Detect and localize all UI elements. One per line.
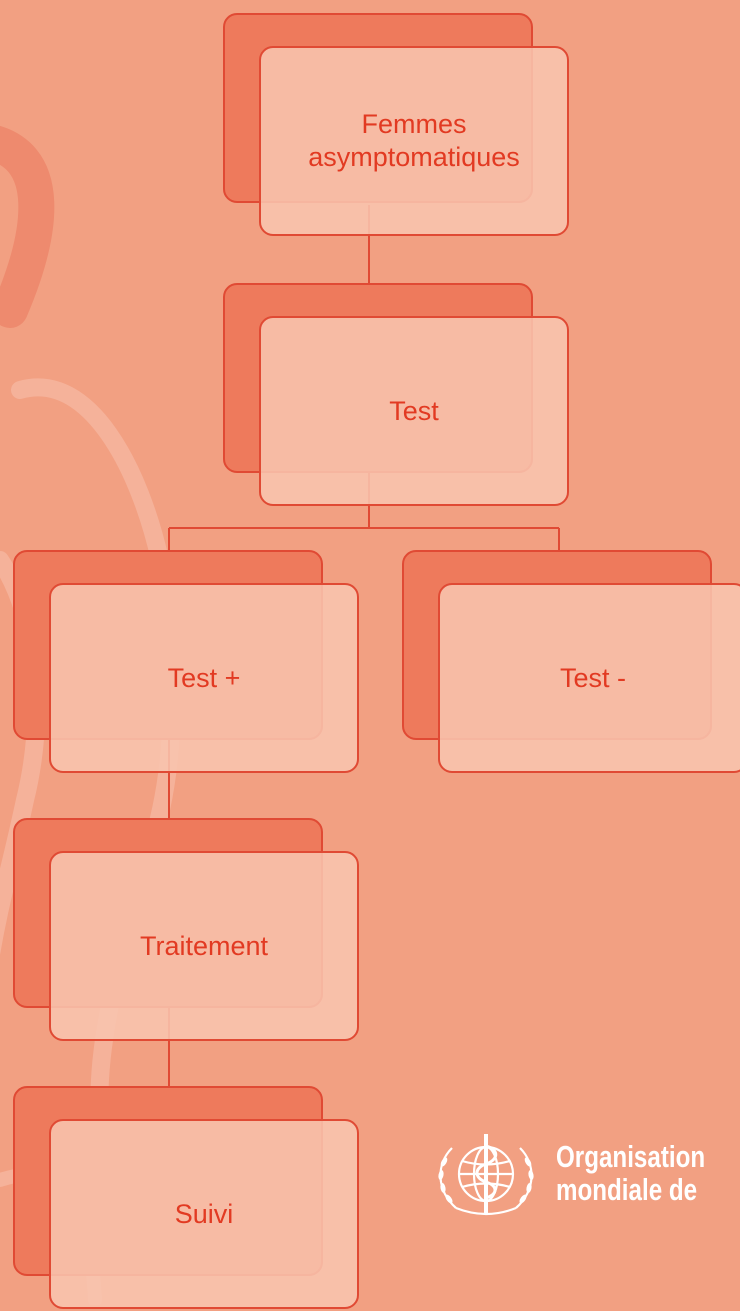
node-label: Test bbox=[389, 395, 439, 426]
node-test-positive: Test + bbox=[13, 550, 361, 775]
node-box: Test + bbox=[49, 583, 359, 773]
logo-line-2: mondiale de bbox=[556, 1172, 698, 1207]
node-label: Suivi bbox=[174, 1198, 234, 1229]
who-logo-text: Organisation mondiale de bbox=[556, 1140, 705, 1206]
node-label: Test - bbox=[559, 662, 626, 693]
node-traitement: Traitement bbox=[13, 818, 361, 1043]
logo-line-1: Organisation bbox=[556, 1139, 706, 1174]
who-emblem-icon bbox=[438, 1134, 534, 1216]
node-box: Test bbox=[259, 316, 569, 506]
node-femmes-asymptomatiques: Femmes asymptomatiques bbox=[223, 13, 571, 238]
node-box: Test - bbox=[438, 583, 740, 773]
node-box: Suivi bbox=[49, 1119, 359, 1309]
node-label: Test + bbox=[167, 662, 241, 693]
node-suivi: Suivi bbox=[13, 1086, 361, 1311]
node-test-negative: Test - bbox=[402, 550, 740, 775]
node-label: Traitement bbox=[139, 930, 269, 961]
node-test: Test bbox=[223, 283, 571, 508]
node-box: Femmes asymptomatiques bbox=[259, 46, 569, 236]
node-box: Traitement bbox=[49, 851, 359, 1041]
node-label: Femmes asymptomatiques bbox=[308, 109, 520, 172]
